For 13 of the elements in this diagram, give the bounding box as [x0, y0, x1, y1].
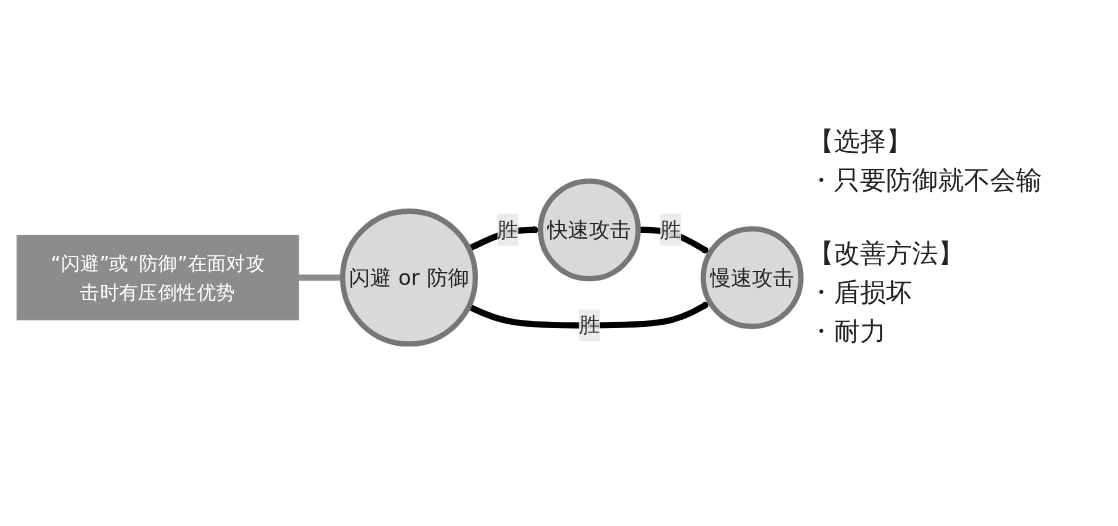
edge-label: 胜 — [497, 218, 519, 243]
edge-label: 胜 — [578, 313, 600, 339]
section-heading: 【改善方法】 — [808, 237, 965, 270]
bullet-note: ・盾损坏 — [808, 276, 913, 309]
bullet-note: ・只要防御就不会输 — [808, 164, 1043, 197]
node-circle: 慢速攻击 — [700, 226, 804, 330]
node-box: “闪避”或“防御”在面对攻击时有压倒性优势 — [16, 235, 300, 321]
bullet-note: ・耐力 — [808, 315, 887, 348]
section-heading: 【选择】 — [808, 125, 913, 158]
node-circle: 快速攻击 — [537, 178, 641, 282]
edge-label: 胜 — [660, 218, 682, 243]
connector — [298, 275, 343, 282]
node-circle: 闪避 or 防御 — [340, 209, 478, 348]
